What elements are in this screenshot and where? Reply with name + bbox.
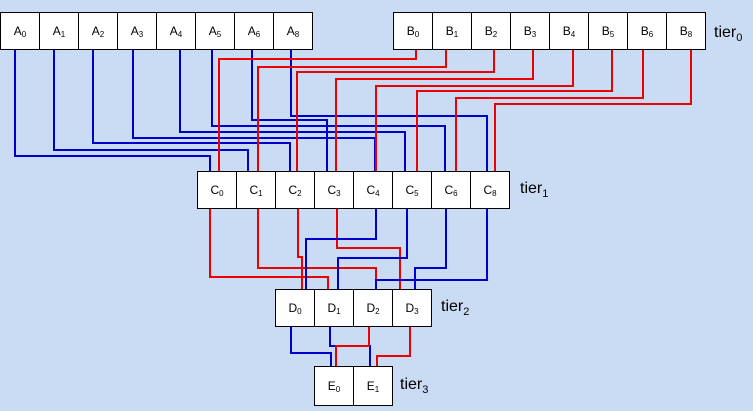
tier3-label: tier3 [400,376,429,396]
wire-c4-d0 [305,209,377,289]
wire-c6-d2 [414,209,447,289]
wire-b4-c4 [375,50,574,171]
wire-a2-c2 [92,50,291,171]
wire-d2-e0 [335,327,370,366]
tier2-label: tier2 [441,298,470,318]
wire-a0-c0 [14,50,211,171]
wire-c8-d3 [375,209,488,289]
wire-c0-d1 [209,209,329,289]
wire-c1-d2 [257,209,377,289]
wire-b5-c5 [416,50,613,171]
wire-d3-e1 [376,327,411,366]
wire-b0-c0 [218,50,417,171]
wire-b1-c1 [257,50,447,171]
wire-b2-c2 [296,50,495,171]
wire-a8-c8 [290,50,488,171]
wire-c2-d0 [297,209,303,289]
wire-a3-c4 [132,50,376,171]
wire-c3-d3 [336,209,401,289]
wire-a6-c7 [251,50,328,171]
tier0-label: tier0 [714,24,743,44]
wire-a5-c6 [211,50,446,171]
wire-b3-c3 [335,50,534,171]
wire-b6-c6 [455,50,644,171]
tier1-label: tier1 [520,180,549,200]
wire-a4-c5 [179,50,406,171]
wire-c5-d1 [337,209,408,289]
wire-d0-e0 [290,327,332,366]
wire-a1-c1 [53,50,249,171]
wire-b8-c8 [494,50,692,171]
